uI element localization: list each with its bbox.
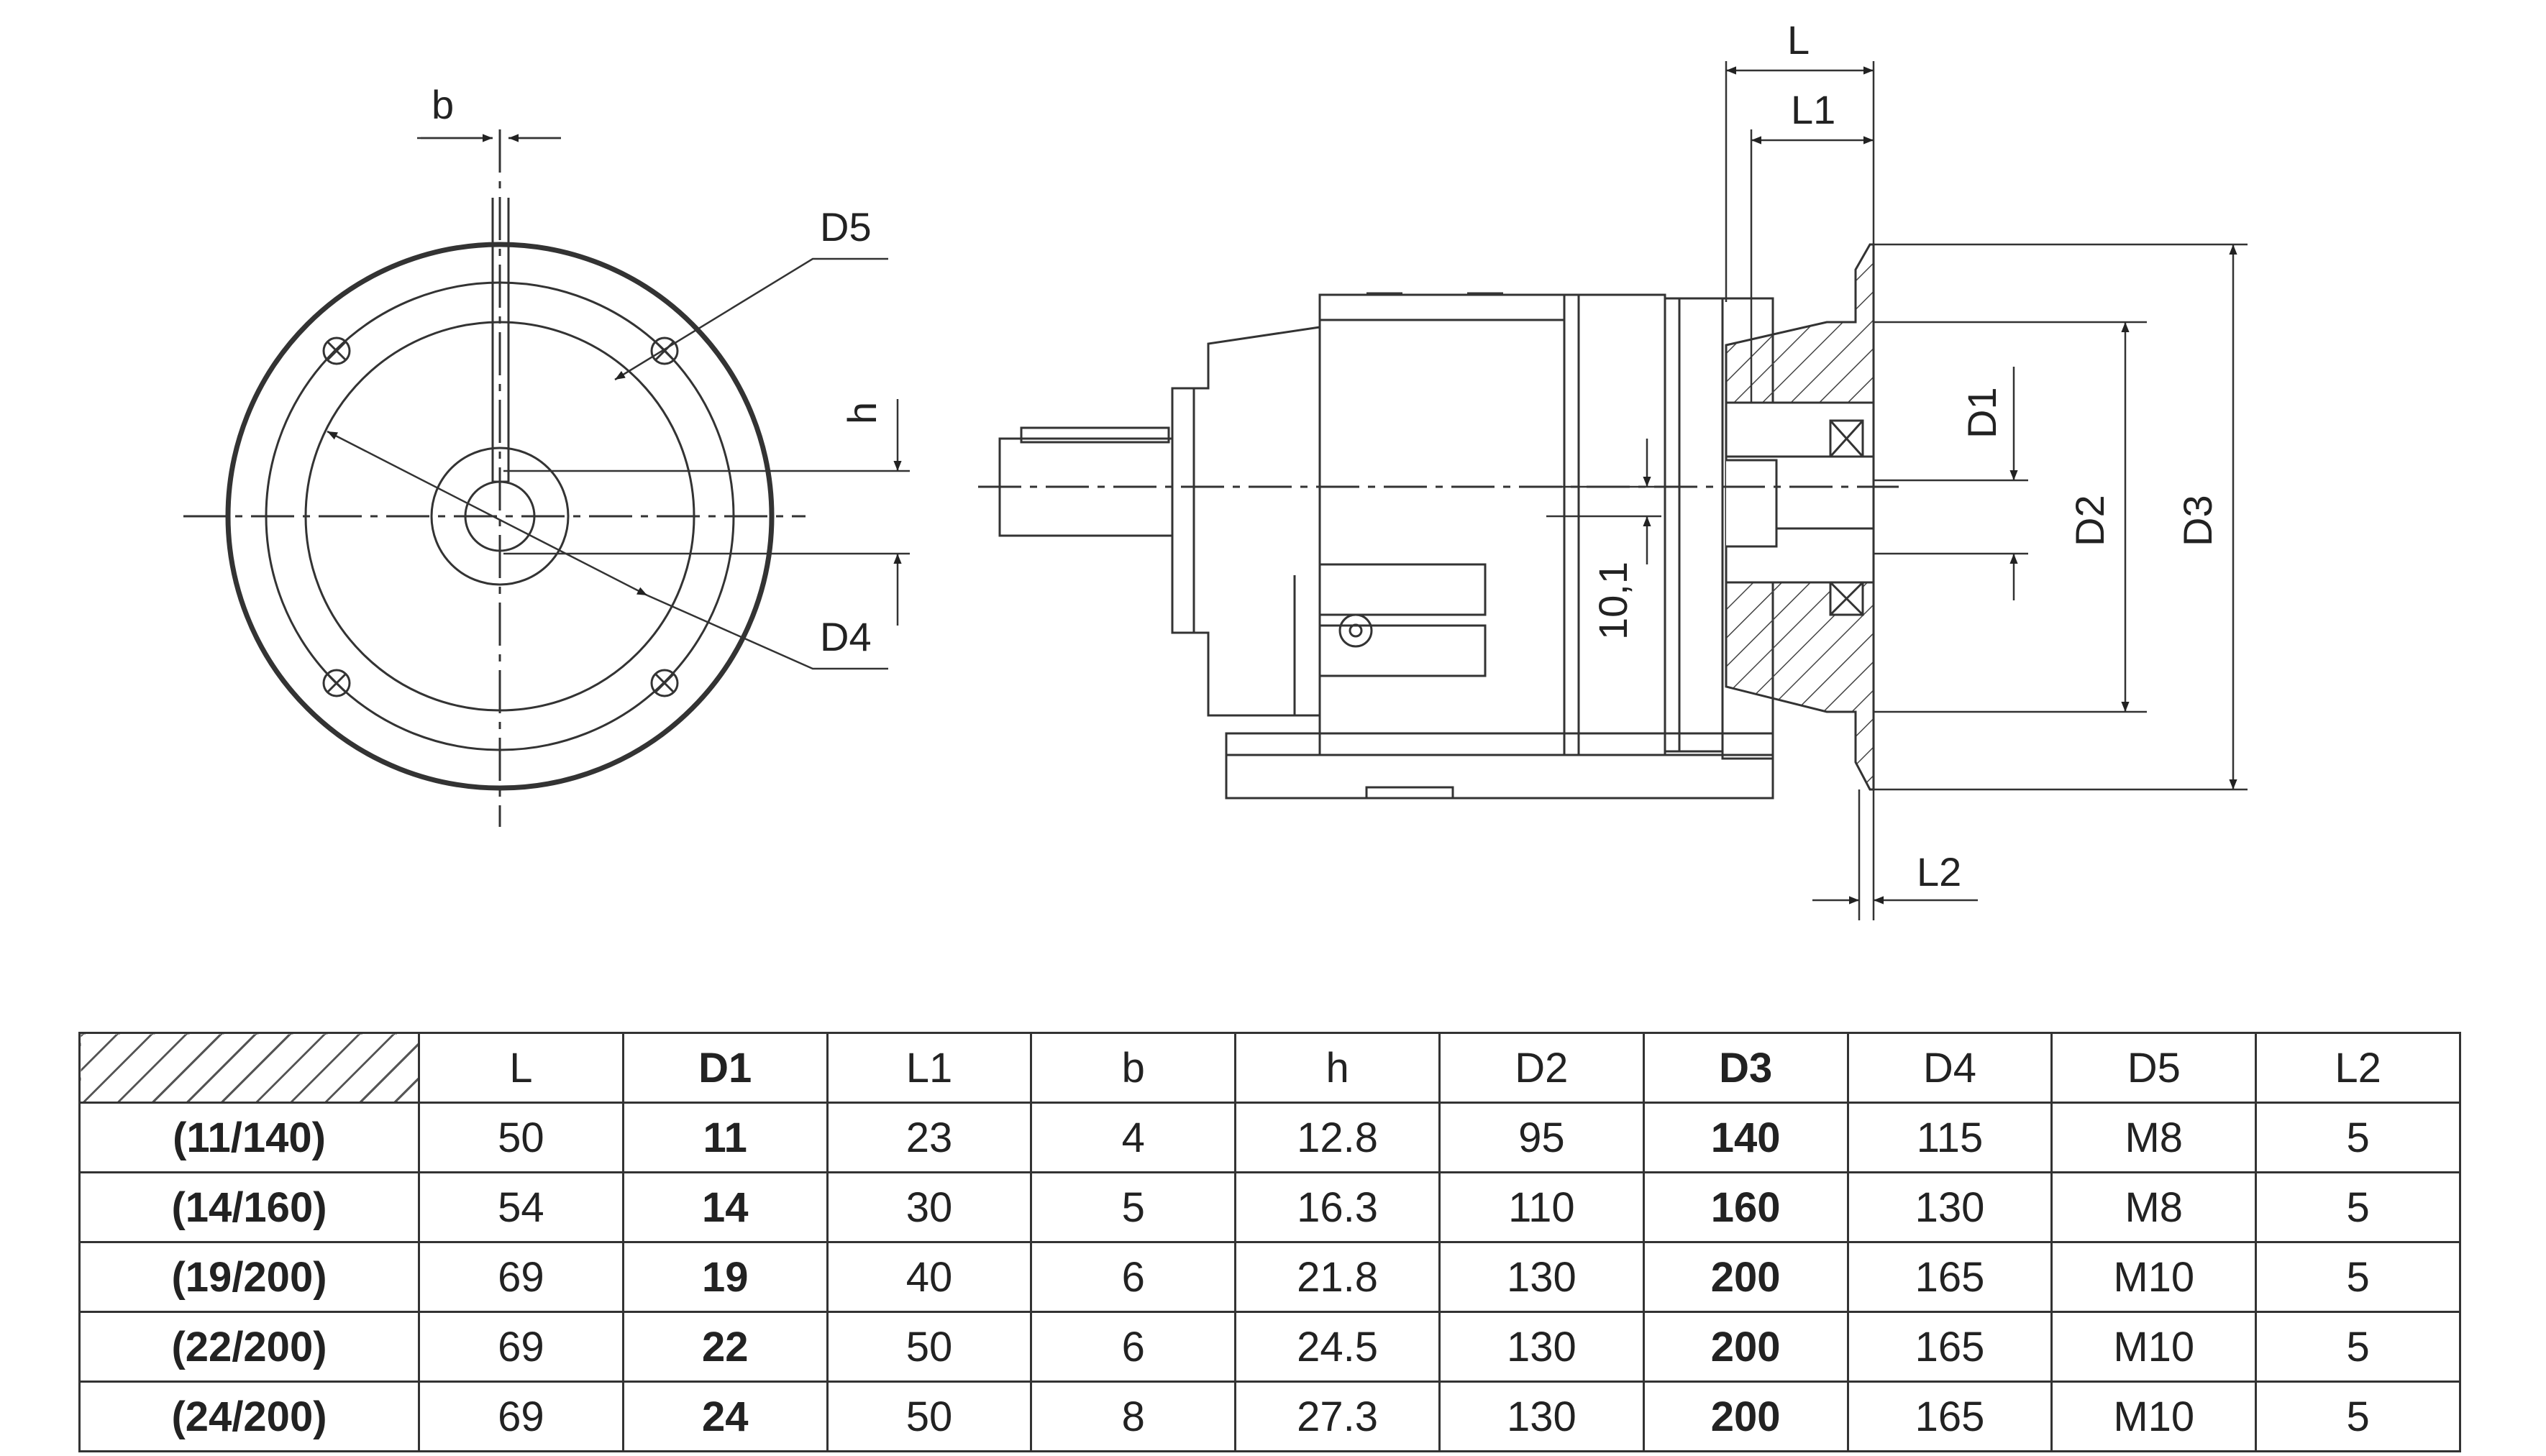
cell-D5: M10 [2050, 1311, 2258, 1383]
label-D3: D3 [2175, 495, 2220, 546]
oil-plug [1338, 613, 1373, 648]
label-L2: L2 [1917, 849, 1961, 894]
label-b: b [432, 82, 454, 127]
col-header-D1: D1 [621, 1032, 829, 1104]
hatched-corner-cell [78, 1032, 420, 1104]
cell-D3: 200 [1642, 1381, 1849, 1452]
label-h: h [839, 402, 885, 424]
cell-L: 69 [418, 1381, 624, 1452]
cell-b: 6 [1030, 1241, 1237, 1313]
cell-D2: 130 [1438, 1241, 1645, 1313]
cell-D2: 130 [1438, 1381, 1645, 1452]
cell-L2: 5 [2255, 1241, 2461, 1313]
cell-D2: 95 [1438, 1102, 1645, 1173]
label-D2: D2 [2067, 495, 2112, 546]
cell-D5: M8 [2050, 1102, 2258, 1173]
cell-L: 54 [418, 1171, 624, 1243]
cell-D3: 200 [1642, 1241, 1849, 1313]
cell-h: 12.8 [1234, 1102, 1441, 1173]
front-view [183, 129, 910, 827]
cell-D3: 160 [1642, 1171, 1849, 1243]
cell-D5: M10 [2050, 1381, 2258, 1452]
row-name: (11/140) [78, 1102, 420, 1173]
cell-D4: 130 [1846, 1171, 2053, 1243]
technical-drawing: b D5 h D4 [183, 17, 2248, 920]
label-D4: D4 [820, 614, 872, 659]
col-header-L1: L1 [826, 1032, 1033, 1104]
cell-h: 21.8 [1234, 1241, 1441, 1313]
cell-D5: M10 [2050, 1241, 2258, 1313]
col-header-L: L [418, 1032, 624, 1104]
col-header-D2: D2 [1438, 1032, 1645, 1104]
row-name: (14/160) [78, 1171, 420, 1243]
cell-L: 50 [418, 1102, 624, 1173]
col-header-b: b [1030, 1032, 1237, 1104]
cell-D1: 14 [621, 1171, 829, 1243]
cell-h: 16.3 [1234, 1171, 1441, 1243]
cell-L2: 5 [2255, 1381, 2461, 1452]
cell-D3: 200 [1642, 1311, 1849, 1383]
cell-b: 4 [1030, 1102, 1237, 1173]
cell-h: 27.3 [1234, 1381, 1441, 1452]
cell-D1: 22 [621, 1311, 829, 1383]
col-header-h: h [1234, 1032, 1441, 1104]
cell-L1: 40 [826, 1241, 1033, 1313]
label-D5: D5 [820, 204, 872, 249]
cell-D1: 11 [621, 1102, 829, 1173]
cell-L: 69 [418, 1311, 624, 1383]
cell-L1: 50 [826, 1311, 1033, 1383]
flange-outer-circle [225, 242, 775, 791]
cell-L1: 23 [826, 1102, 1033, 1173]
label-offset: 10,1 [1590, 562, 1635, 640]
col-header-L2: L2 [2255, 1032, 2461, 1104]
center-lines [183, 129, 806, 827]
row-name: (24/200) [78, 1381, 420, 1452]
cell-L: 69 [418, 1241, 624, 1313]
cell-D3: 140 [1642, 1102, 1849, 1173]
cell-L1: 30 [826, 1171, 1033, 1243]
cell-D1: 19 [621, 1241, 829, 1313]
cell-L2: 5 [2255, 1102, 2461, 1173]
cell-b: 6 [1030, 1311, 1237, 1383]
label-D1: D1 [1959, 387, 2004, 439]
cell-D5: M8 [2050, 1171, 2258, 1243]
col-header-D5: D5 [2050, 1032, 2258, 1104]
col-header-D3: D3 [1642, 1032, 1849, 1104]
cell-D1: 24 [621, 1381, 829, 1452]
cell-L1: 50 [826, 1381, 1033, 1452]
cell-D4: 165 [1846, 1381, 2053, 1452]
cell-b: 5 [1030, 1171, 1237, 1243]
cell-L2: 5 [2255, 1311, 2461, 1383]
cell-D2: 130 [1438, 1311, 1645, 1383]
cell-D4: 165 [1846, 1311, 2053, 1383]
bolt-circle [304, 321, 695, 712]
cell-b: 8 [1030, 1381, 1237, 1452]
cell-L2: 5 [2255, 1171, 2461, 1243]
row-name: (22/200) [78, 1311, 420, 1383]
cell-D2: 110 [1438, 1171, 1645, 1243]
row-name: (19/200) [78, 1241, 420, 1313]
label-L1: L1 [1791, 87, 1835, 132]
oil-plug-housing [1318, 563, 1487, 616]
table-header-row: L D1 L1 b h D2 D3 D4 D5 L2 [78, 1032, 2461, 1104]
col-header-D4: D4 [1846, 1032, 2053, 1104]
cell-h: 24.5 [1234, 1311, 1441, 1383]
side-view [978, 61, 2248, 920]
label-L: L [1787, 17, 1810, 63]
cell-D4: 165 [1846, 1241, 2053, 1313]
cell-D4: 115 [1846, 1102, 2053, 1173]
gearbox-body [1318, 293, 1566, 756]
base-plate [1225, 732, 1774, 800]
